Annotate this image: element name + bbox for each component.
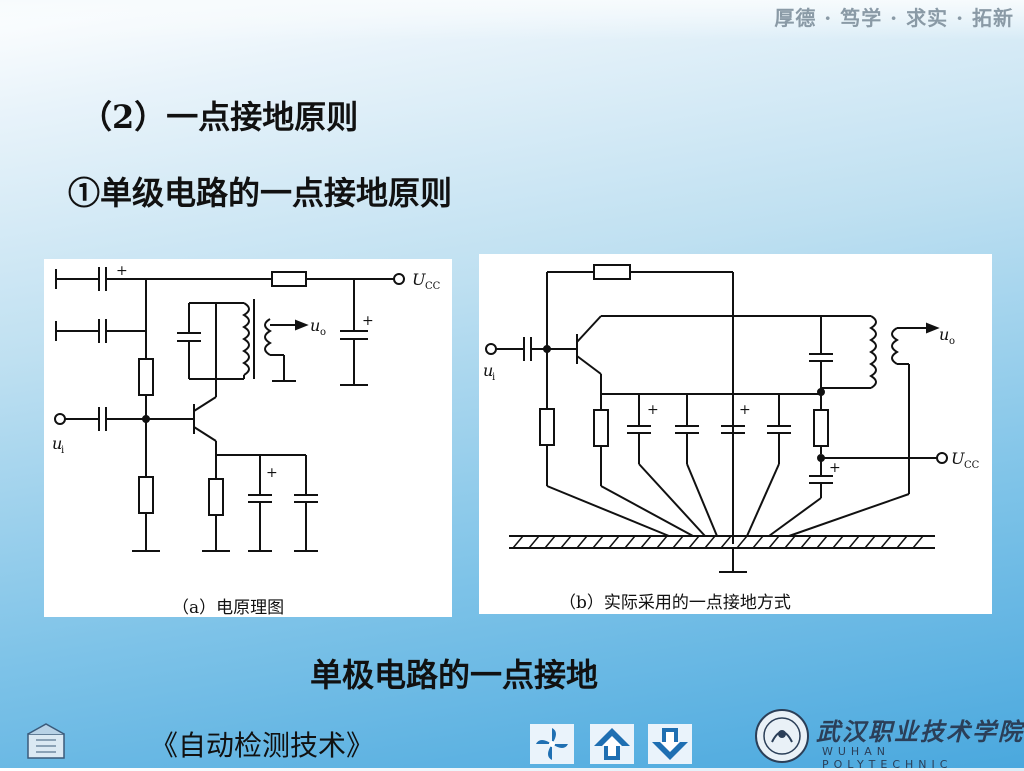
svg-text:i: i	[492, 372, 495, 383]
svg-text:+: +	[739, 402, 751, 418]
school-motto: 厚德 · 笃学 · 求实 · 拓新	[774, 6, 1014, 30]
svg-text:+: +	[829, 460, 841, 476]
svg-text:u: u	[52, 434, 62, 453]
circuit-diagram-b: u i + +	[479, 254, 992, 614]
circuit-a-schematic: + U CC u i	[52, 263, 441, 552]
svg-text:+: +	[266, 465, 278, 481]
school-name: 武汉职业技术学院	[816, 717, 1024, 746]
figure-b-caption: （b）实际采用的一点接地方式	[559, 593, 791, 613]
book-logo-icon	[22, 720, 72, 766]
school-name-english: WUHAN POLYTECHNIC	[822, 745, 953, 771]
svg-text:CC: CC	[964, 460, 980, 471]
svg-text:U: U	[951, 449, 965, 468]
section-heading: （2）一点接地原则	[80, 98, 359, 136]
circuit-diagram-a: + U CC u i	[44, 259, 452, 618]
svg-text:+: +	[362, 313, 374, 329]
school-seal-icon	[754, 708, 810, 764]
figure-title: 单极电路的一点接地	[310, 656, 599, 694]
svg-text:o: o	[949, 336, 955, 347]
svg-text:u: u	[310, 316, 320, 335]
svg-text:o: o	[320, 327, 326, 338]
pinwheel-home-icon[interactable]	[530, 724, 574, 764]
figure-a-caption: （a）电原理图	[172, 598, 285, 618]
header-band	[0, 0, 1024, 40]
down-arrow-icon[interactable]	[648, 724, 692, 764]
svg-text:u: u	[939, 325, 949, 344]
svg-text:i: i	[61, 445, 64, 456]
circuit-b-schematic: u i + +	[483, 264, 980, 573]
svg-text:u: u	[483, 361, 493, 380]
sub-heading: ①单级电路的一点接地原则	[68, 174, 453, 212]
svg-text:+: +	[116, 263, 128, 279]
svg-text:+: +	[647, 402, 659, 418]
svg-text:U: U	[412, 270, 426, 289]
up-arrow-icon[interactable]	[590, 724, 634, 764]
svg-text:CC: CC	[425, 281, 441, 292]
book-title: 《自动检测技术》	[150, 729, 375, 762]
